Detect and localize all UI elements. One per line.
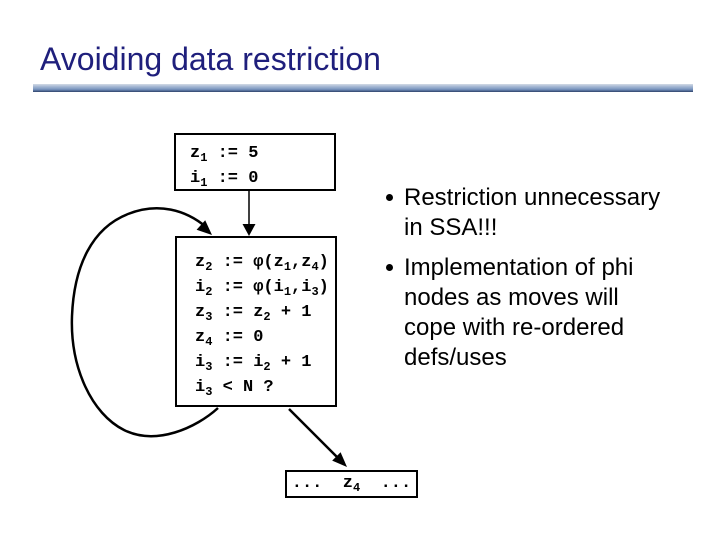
code-line: i2 := φ(i1,i3) xyxy=(195,278,329,299)
arrowhead-downright-icon xyxy=(332,452,347,467)
bullet-line: in SSA!!! xyxy=(404,214,498,241)
bullet-line: cope with re-ordered xyxy=(404,314,625,341)
arrowhead-down-icon xyxy=(242,224,256,236)
bullet-list: Restriction unnecessary in SSA!!! Implem… xyxy=(385,183,697,373)
entry-arrow xyxy=(242,191,256,236)
exit-arrow xyxy=(288,408,347,467)
code-line: z3 := z2 + 1 xyxy=(195,303,312,324)
code-line: z2 := φ(z1,z4) xyxy=(195,253,329,274)
code-line: ... z4 ... xyxy=(291,474,412,495)
code-block-loop-body: z2 := φ(z1,z4) i2 := φ(i1,i3) z3 := z2 +… xyxy=(175,236,337,407)
bullet-line: nodes as moves will xyxy=(404,284,619,311)
bullet-line: Restriction unnecessary xyxy=(404,184,661,211)
page-title: Avoiding data restriction xyxy=(40,41,381,77)
bullet-dot-icon xyxy=(386,194,393,201)
bullet-item: Restriction unnecessary in SSA!!! xyxy=(385,183,697,243)
code-line: z1 := 5 xyxy=(190,144,259,165)
code-line: z4 := 0 xyxy=(195,328,264,349)
bullet-dot-icon xyxy=(386,264,393,271)
bullet-line: Implementation of phi xyxy=(404,254,634,281)
code-block-exit: ... z4 ... xyxy=(285,470,418,498)
title-underline xyxy=(33,84,693,92)
code-line: i3 := i2 + 1 xyxy=(195,353,312,374)
bullet-text: Implementation of phi nodes as moves wil… xyxy=(404,253,633,373)
arrowhead-downright-icon xyxy=(196,220,212,235)
bullet-line: defs/uses xyxy=(404,344,507,371)
code-line: i1 := 0 xyxy=(190,169,259,190)
code-line: i3 < N ? xyxy=(195,378,274,399)
bullet-item: Implementation of phi nodes as moves wil… xyxy=(385,253,697,373)
bullet-text: Restriction unnecessary in SSA!!! xyxy=(404,183,660,243)
code-block-entry: z1 := 5 i1 := 0 xyxy=(174,133,336,191)
